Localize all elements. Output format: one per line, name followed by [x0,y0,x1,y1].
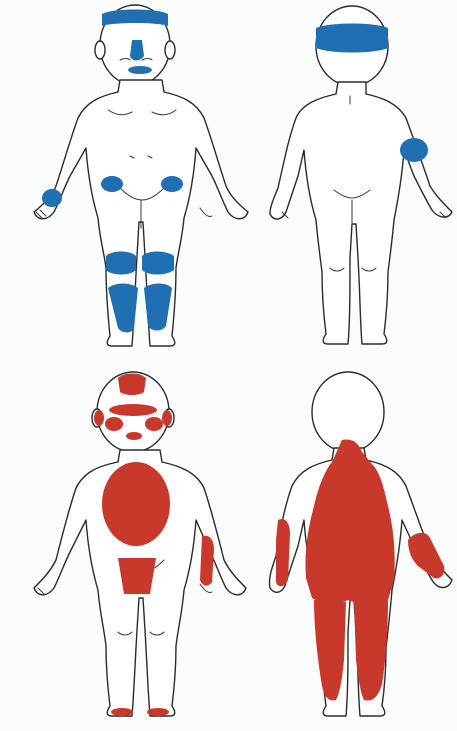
diaper-area [118,558,156,594]
right-foot [147,708,169,716]
right-ear [162,410,172,426]
child-back-outline [270,6,452,344]
scalp-patch [118,374,146,396]
left-hand [42,189,62,207]
right-forearm-back [408,533,444,578]
panel-top-front [34,5,248,346]
left-ear [94,410,104,426]
left-groin [101,176,123,192]
head-band [316,24,388,53]
right-knee [142,252,174,275]
left-knee [106,252,136,275]
panel-bottom-front [34,372,246,716]
right-groin [161,176,183,192]
panel-top-back [270,6,452,344]
right-forearm [200,536,214,586]
mouth [126,432,142,440]
upper-lip [128,66,152,74]
right-elbow [400,138,428,162]
left-foot [111,708,133,716]
left-cheek [105,417,123,431]
nose [130,40,144,61]
brow [109,404,157,416]
right-cheek [145,417,163,431]
trunk-oval [102,462,170,546]
panel-bottom-back [269,372,452,716]
left-forearm-back [276,519,290,586]
